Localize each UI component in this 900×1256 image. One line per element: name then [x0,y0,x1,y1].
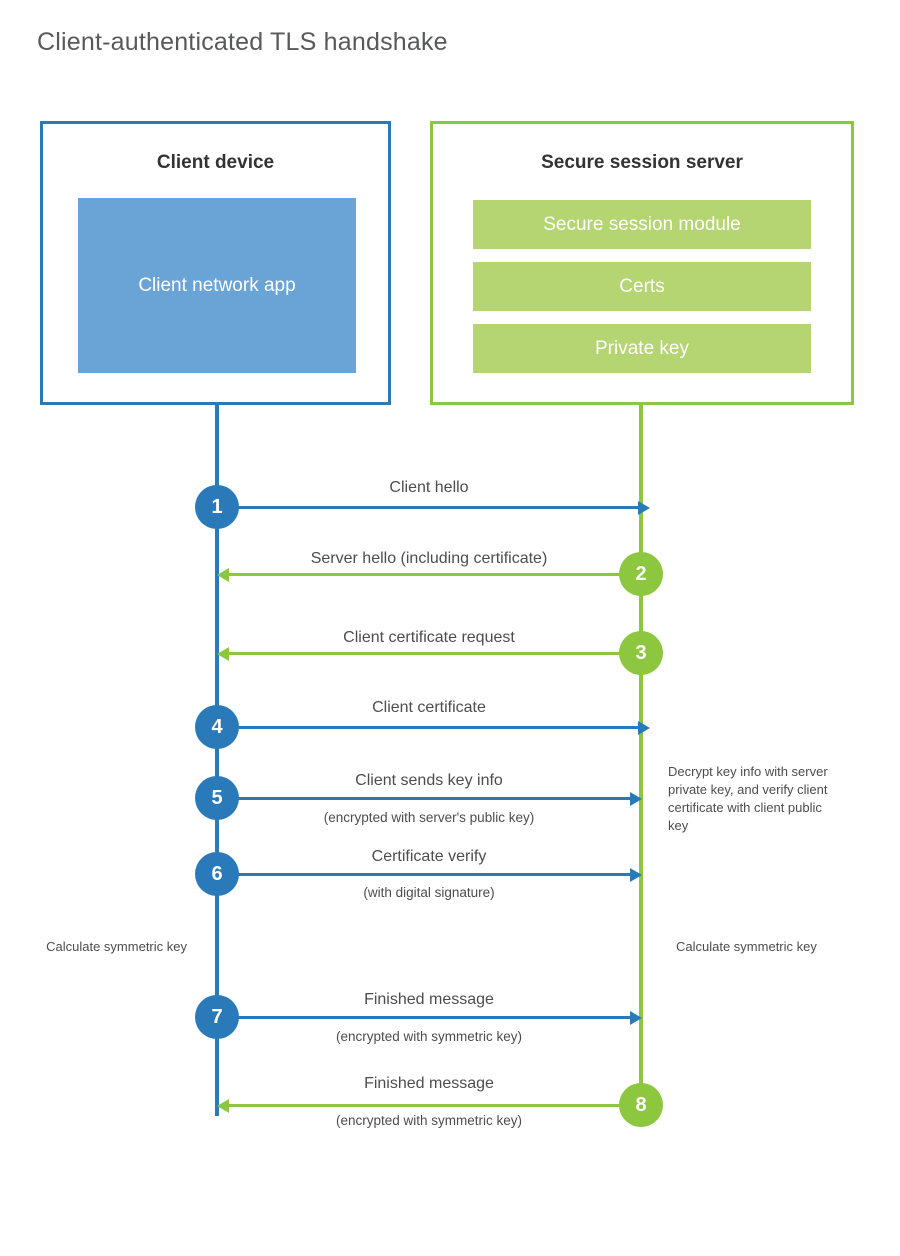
step-3-arrow [217,646,641,661]
arrow-head-icon [217,567,229,582]
server-calculate-symmetric-key-note: Calculate symmetric key [676,939,817,954]
step-6-arrow [217,867,642,882]
server-lifeline [639,404,643,1106]
step-1-arrow [217,500,650,515]
step-7-label: Finished message [364,991,494,1008]
client-device-title: Client device [156,152,275,173]
step-2-circle[interactable]: 2 [619,552,663,596]
client-device-box: Client device Client network app [40,121,391,405]
server-component-certs: Certs [473,262,811,311]
step-6-sublabel: (with digital signature) [363,885,495,900]
server-component-private-key: Private key [473,324,811,373]
arrow-head-icon [630,791,642,806]
client-network-app-block: Client network app [78,198,356,373]
secure-session-server-box: Secure session server Secure session mod… [430,121,854,405]
step-4-arrow [217,720,650,735]
client-lifeline [215,404,219,1116]
step-7-circle[interactable]: 7 [195,995,239,1039]
step-6-label: Certificate verify [371,848,487,865]
step-5-arrow [217,791,642,806]
arrow-head-icon [630,1010,642,1025]
step-3-circle[interactable]: 3 [619,631,663,675]
step-6-circle[interactable]: 6 [195,852,239,896]
arrow-head-icon [638,500,650,515]
arrow-head-icon [217,1098,229,1113]
step-5-circle[interactable]: 5 [195,776,239,820]
server-component-stack: Secure session module Certs Private key [473,200,811,373]
step-8-label: Finished message [364,1075,494,1092]
arrow-head-icon [217,646,229,661]
step-1-label: Client hello [389,479,469,496]
step-2-arrow [217,567,641,582]
step-5-sublabel: (encrypted with server's public key) [323,810,535,825]
page-title: Client-authenticated TLS handshake [37,28,448,56]
step-5-label: Client sends key info [355,772,503,789]
server-decrypt-note: Decrypt key info with server private key… [668,764,828,833]
server-component-secure-session-module: Secure session module [473,200,811,249]
step-4-circle[interactable]: 4 [195,705,239,749]
step-8-arrow [217,1098,641,1113]
step-8-sublabel: (encrypted with symmetric key) [335,1113,523,1128]
client-calculate-symmetric-key-note: Calculate symmetric key [46,939,187,954]
step-7-sublabel: (encrypted with symmetric key) [335,1029,523,1044]
arrow-head-icon [638,720,650,735]
step-2-label: Server hello (including certificate) [310,550,548,567]
arrow-head-icon [630,867,642,882]
step-7-arrow [217,1010,642,1025]
step-3-label: Client certificate request [343,629,515,646]
step-4-label: Client certificate [372,699,486,716]
step-8-circle[interactable]: 8 [619,1083,663,1127]
secure-session-server-title: Secure session server [541,152,743,173]
step-1-circle[interactable]: 1 [195,485,239,529]
